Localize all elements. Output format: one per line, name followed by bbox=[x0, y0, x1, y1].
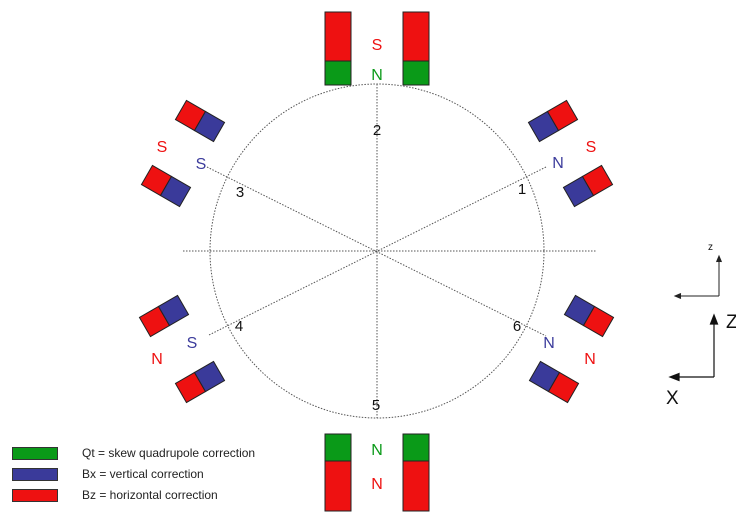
port-number-2: 2 bbox=[373, 122, 381, 139]
pole-label-upper-left-s-red: S bbox=[157, 139, 168, 156]
lower-left-magnet-inner bbox=[174, 360, 226, 404]
legend-item-bz: Bz = horizontal correction bbox=[12, 486, 218, 504]
legend-label-bz: Bz = horizontal correction bbox=[82, 488, 218, 502]
legend-item-bx: Bx = vertical correction bbox=[12, 465, 204, 483]
port-number-1: 1 bbox=[518, 181, 526, 198]
top-magnet-right bbox=[402, 11, 430, 86]
legend-label-qt: Qt = skew quadrupole correction bbox=[82, 446, 256, 460]
large-axes bbox=[668, 313, 719, 382]
bottom-magnet-right bbox=[402, 433, 430, 512]
green-swatch bbox=[12, 446, 58, 460]
pole-label-lower-right-n-blue: N bbox=[543, 335, 555, 352]
port-number-4: 4 bbox=[235, 318, 243, 335]
port-number-3: 3 bbox=[236, 184, 244, 201]
upper-right-magnet-inner bbox=[562, 164, 614, 208]
small-axis-label-z: z bbox=[708, 242, 713, 253]
diagonal-line-3-6 bbox=[206, 166, 547, 337]
pole-label-top-n: N bbox=[371, 67, 383, 84]
lower-left-magnet-outer bbox=[138, 294, 190, 338]
pole-label-top-s: S bbox=[372, 37, 383, 54]
pole-label-upper-right-s: S bbox=[586, 139, 597, 156]
red-swatch bbox=[12, 488, 58, 502]
small-axes bbox=[673, 254, 722, 299]
axis-label-z: Z bbox=[726, 312, 736, 333]
bottom-magnet-left bbox=[324, 433, 352, 512]
pole-label-lower-left-s: S bbox=[187, 335, 198, 352]
lower-right-magnet-inner bbox=[528, 360, 580, 404]
port-number-6: 6 bbox=[513, 318, 521, 335]
upper-left-magnet-outer bbox=[174, 99, 226, 143]
legend-item-qt: Qt = skew quadrupole correction bbox=[12, 444, 255, 462]
pole-label-upper-left-s-blue: S bbox=[196, 156, 207, 173]
lower-right-magnet-outer bbox=[563, 294, 615, 338]
upper-right-magnet-outer bbox=[527, 99, 579, 143]
top-magnet-left bbox=[324, 11, 352, 86]
pole-label-lower-right-n-red: N bbox=[584, 351, 596, 368]
upper-left-magnet-inner bbox=[140, 164, 192, 208]
axis-label-x: X bbox=[666, 388, 679, 409]
pole-label-bottom-n-red: N bbox=[371, 476, 383, 493]
blue-swatch bbox=[12, 467, 58, 481]
pole-label-upper-right-n: N bbox=[552, 155, 564, 172]
port-number-5: 5 bbox=[372, 397, 380, 414]
pole-label-lower-left-n: N bbox=[151, 351, 163, 368]
pole-label-bottom-n-green: N bbox=[371, 442, 383, 459]
legend-label-bx: Bx = vertical correction bbox=[82, 467, 204, 481]
